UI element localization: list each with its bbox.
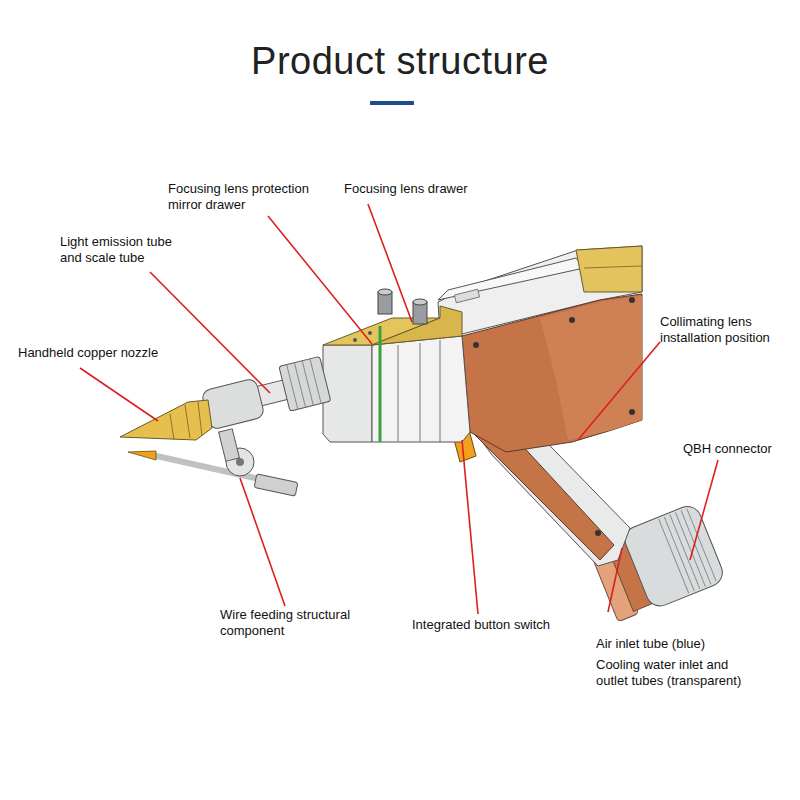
callout-label: QBH connector bbox=[683, 441, 798, 457]
leader-lines bbox=[150, 272, 270, 393]
front-head bbox=[379, 326, 382, 442]
rear-housing bbox=[473, 342, 479, 348]
rear-housing bbox=[584, 266, 642, 268]
leader-lines bbox=[462, 440, 478, 614]
diagram-title: Product structure bbox=[0, 40, 800, 83]
front-head bbox=[368, 331, 372, 335]
callout-label: Focusing lens protection mirror drawer bbox=[168, 181, 323, 213]
leader-lines bbox=[80, 368, 158, 421]
nozzle-holder bbox=[120, 400, 212, 440]
leader-lines bbox=[368, 204, 412, 322]
front-head bbox=[353, 338, 357, 342]
front-head bbox=[372, 336, 470, 442]
rear-housing bbox=[569, 317, 575, 323]
qbh-connector bbox=[681, 510, 711, 584]
wire-feeder bbox=[128, 429, 298, 496]
rear-housing bbox=[462, 294, 642, 452]
front-head bbox=[398, 345, 399, 442]
emission-tube bbox=[279, 356, 331, 411]
wire-feeder bbox=[128, 451, 156, 460]
callout-label: Air inlet tube (blue) bbox=[596, 636, 796, 652]
qbh-connector bbox=[659, 519, 689, 593]
rear-housing bbox=[629, 409, 635, 415]
handle bbox=[595, 530, 601, 536]
callout-label: Focusing lens drawer bbox=[344, 181, 544, 197]
callout-label: Collimating lens installation position bbox=[660, 314, 795, 346]
wire-feeder bbox=[254, 474, 298, 496]
nozzle-holder bbox=[198, 402, 202, 436]
front-head bbox=[440, 340, 441, 442]
rear-housing bbox=[576, 246, 642, 292]
callout-label: Wire feeding structural component bbox=[220, 607, 380, 639]
front-head bbox=[420, 343, 421, 442]
leader-lines bbox=[240, 478, 285, 606]
front-head bbox=[323, 345, 372, 442]
qbh-connector bbox=[670, 515, 700, 589]
rear-housing bbox=[540, 296, 642, 440]
callout-label: Cooling water inlet and outlet tubes (tr… bbox=[596, 657, 751, 689]
leader-lines bbox=[268, 216, 372, 344]
nozzle-holder bbox=[185, 405, 190, 438]
callout-label: Integrated button switch bbox=[412, 617, 612, 633]
rear-housing bbox=[454, 289, 479, 303]
emission-tube bbox=[310, 359, 321, 404]
leader-lines bbox=[578, 342, 660, 440]
nozzle-holder bbox=[170, 414, 174, 440]
leader-lines bbox=[690, 460, 718, 560]
wire-feeder bbox=[236, 458, 244, 466]
drawer-knobs bbox=[413, 299, 427, 305]
qbh-connector bbox=[621, 502, 727, 610]
callout-label: Light emission tube and scale tube bbox=[60, 234, 185, 266]
callout-label: Handheld copper nozzle bbox=[18, 345, 218, 361]
leader-lines bbox=[80, 204, 718, 614]
handle bbox=[468, 428, 614, 560]
qbh-connector bbox=[664, 517, 694, 591]
nozzle-holder bbox=[120, 378, 265, 440]
rear-housing bbox=[629, 297, 635, 303]
leader-lines bbox=[608, 548, 622, 612]
title-underline bbox=[370, 101, 414, 105]
wire-feeder bbox=[219, 429, 240, 461]
drawer-knobs bbox=[378, 289, 392, 295]
front-head bbox=[323, 306, 470, 442]
